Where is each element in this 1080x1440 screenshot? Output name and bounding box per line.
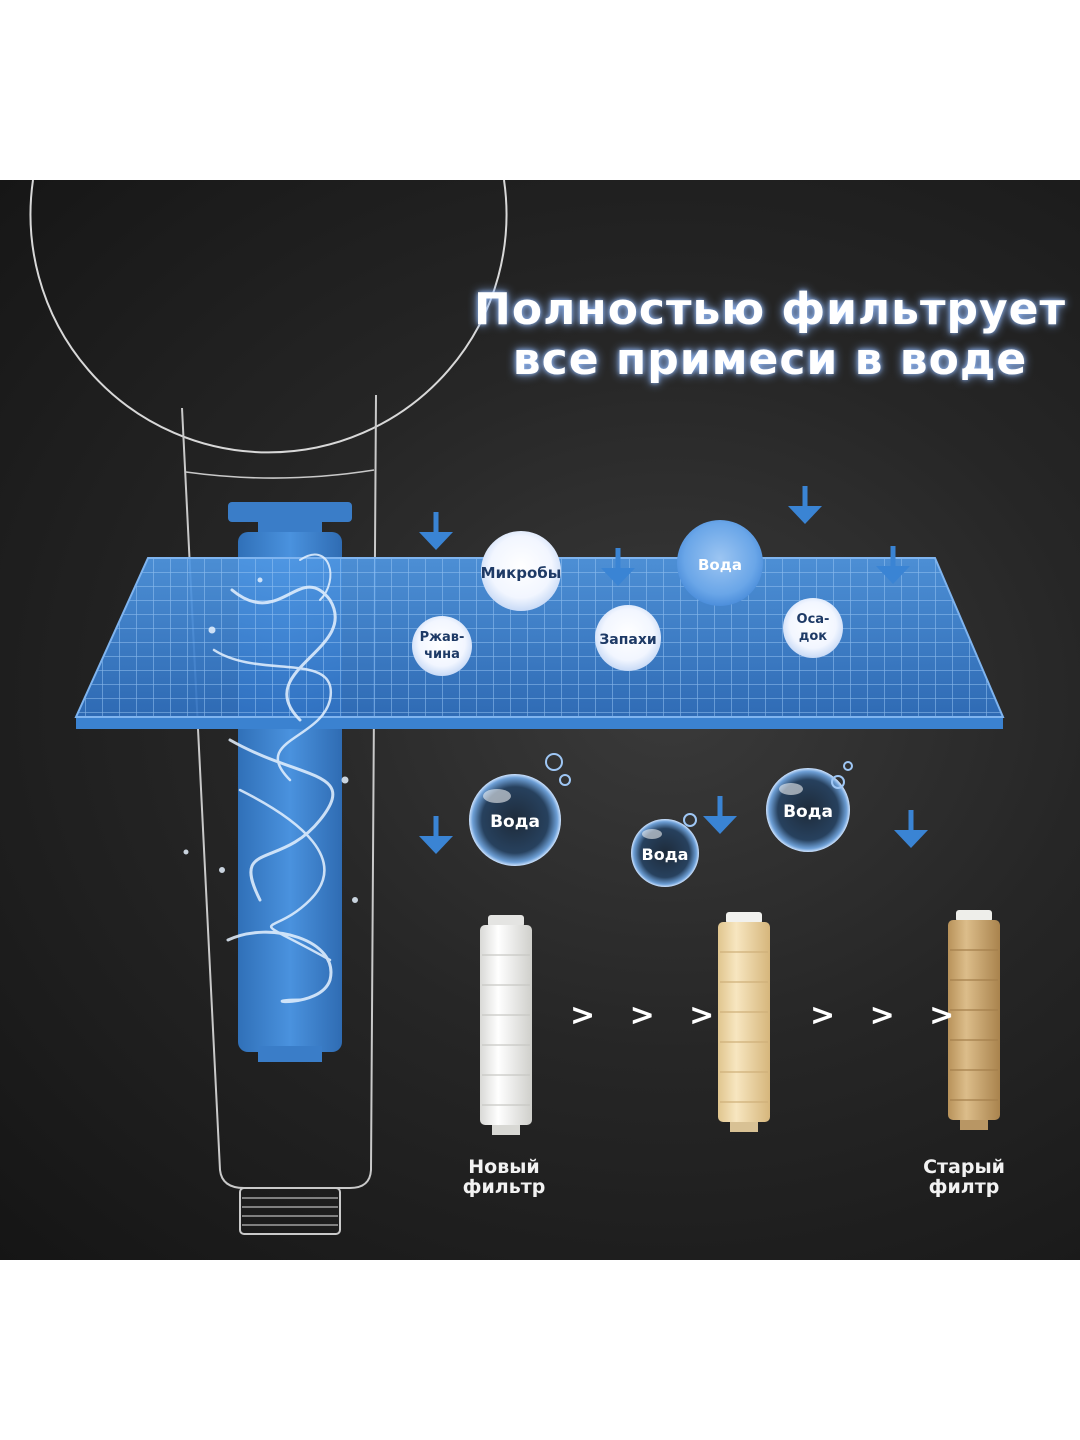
- contaminant-label: Микробы: [481, 564, 562, 582]
- headline-line-1: Полностью фильтрует: [474, 284, 1066, 335]
- contaminant-bubble-rust: Ржав- чина: [412, 616, 472, 676]
- filter-cartridge-new: [480, 915, 532, 1135]
- progression-chevrons: > > >: [810, 998, 967, 1033]
- down-arrow-icon: [788, 486, 822, 524]
- contaminant-label: Вода: [698, 556, 742, 574]
- contaminant-bubble-microbes: Микробы: [481, 531, 562, 611]
- new-filter-label: Новый фильтр: [462, 1156, 546, 1198]
- contaminant-label-line1: Ржав-: [420, 630, 465, 645]
- water-bubble: Вода: [631, 813, 699, 887]
- old-filter-label: Старый филтр: [923, 1156, 1005, 1198]
- contaminant-bubble-water: Вода: [677, 520, 763, 606]
- contaminant-label: Запахи: [599, 632, 656, 648]
- headline-line-2: все примеси в воде: [512, 334, 1028, 385]
- down-arrow-icon: [703, 796, 737, 834]
- contaminant-label-line1: Оса-: [797, 612, 830, 627]
- down-arrow-icon: [419, 816, 453, 854]
- contaminant-bubble-odors: Запахи: [595, 605, 661, 671]
- contaminant-label-line2: док: [799, 629, 827, 644]
- shower-head-icon: [29, 180, 508, 1235]
- down-arrow-icon: [419, 512, 453, 550]
- filter-cartridge-used: [718, 912, 770, 1132]
- water-bubble-label: Вода: [642, 845, 689, 864]
- progression-chevrons: > > >: [570, 998, 727, 1033]
- water-bubble: Вода: [766, 761, 853, 852]
- water-bubble: Вода: [469, 753, 571, 866]
- water-splash-icon: [183, 553, 358, 1004]
- water-bubble-label: Вода: [783, 802, 833, 822]
- down-arrow-icon: [894, 810, 928, 848]
- filter-grid-plane: [74, 557, 1005, 729]
- product-panel: Микробы Вода Ржав- чина Запахи Оса- док …: [0, 180, 1080, 1260]
- water-bubble-label: Вода: [490, 812, 540, 832]
- filter-cartridge-old: [948, 910, 1000, 1130]
- contaminant-label-line2: чина: [424, 647, 460, 662]
- filtration-scene: Микробы Вода Ржав- чина Запахи Оса- док …: [29, 180, 1005, 1235]
- contaminant-bubble-sediment: Оса- док: [783, 598, 843, 658]
